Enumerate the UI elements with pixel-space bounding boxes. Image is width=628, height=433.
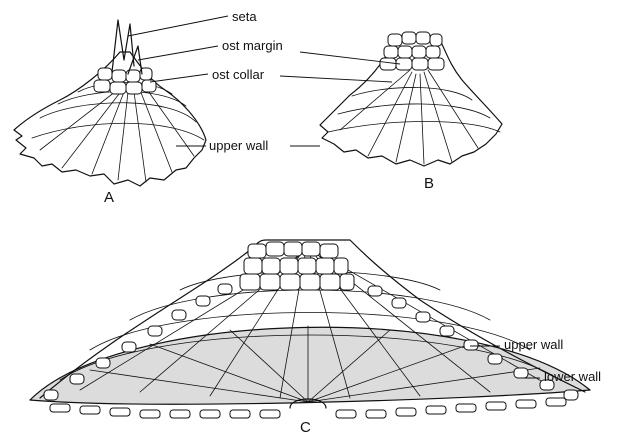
label-seta: seta <box>232 9 257 24</box>
label-upper-wall-c: upper wall <box>504 337 563 352</box>
figure-a-collar <box>94 68 156 94</box>
figure-c-letter: C <box>300 419 311 433</box>
figure-c-collar-cells <box>240 242 354 290</box>
figure-a-setae <box>112 20 142 74</box>
figure-a: A <box>14 20 206 206</box>
label-ost-margin: ost margin <box>222 38 283 53</box>
label-ost-collar: ost collar <box>212 67 265 82</box>
figure-a-letter: A <box>104 189 114 206</box>
label-upper-wall-ab: upper wall <box>209 138 268 153</box>
figure-b: B <box>320 32 502 192</box>
figure-b-margin-cells <box>380 32 444 70</box>
label-lower-wall: lower wall <box>544 369 601 384</box>
figure-b-letter: B <box>424 175 434 192</box>
